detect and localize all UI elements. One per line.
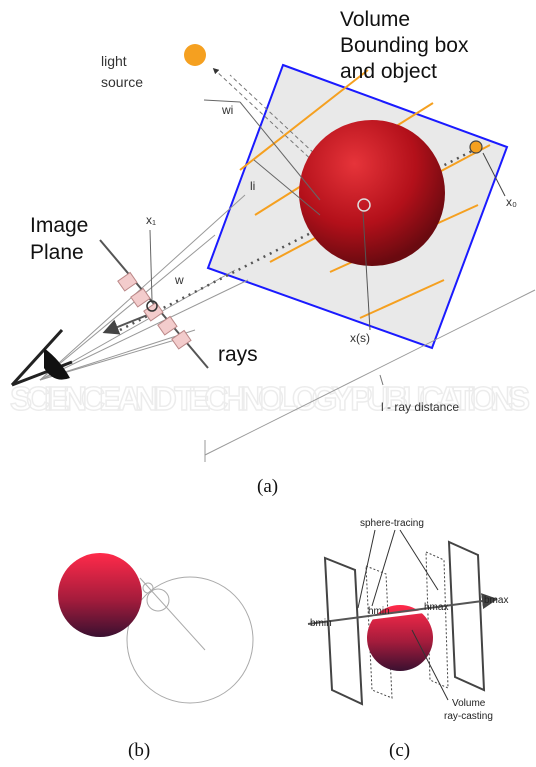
title-line-1: Volume xyxy=(340,8,410,31)
light-source-icon xyxy=(184,44,206,66)
panel-c: sphere-tracing bmin hmin hmax bmax Volum… xyxy=(307,518,508,722)
image-plane-pixels xyxy=(117,271,192,350)
wi-label: wi xyxy=(221,103,233,117)
caption-c: (c) xyxy=(389,740,411,761)
sphere-tracing-label: sphere-tracing xyxy=(360,518,424,529)
bmin-label: bmin xyxy=(310,618,332,629)
tracing-circle-large xyxy=(126,576,254,704)
hmin-label: hmin xyxy=(368,606,390,617)
li-bracket xyxy=(253,159,321,216)
watermark: SCIENCE AND TECHNOLOGY PUBLICATIONS xyxy=(9,379,531,418)
eye-icon xyxy=(10,328,73,387)
hmax-plane xyxy=(425,551,449,689)
volume-segment xyxy=(371,608,437,620)
ray-distance-line xyxy=(204,289,536,456)
volume-label-1: Volume xyxy=(452,698,486,709)
bmin-plane xyxy=(323,556,364,706)
caption-a: (a) xyxy=(257,476,279,497)
ray-distance-label: l - ray distance xyxy=(381,400,459,414)
volume-label-2: ray-casting xyxy=(444,711,493,722)
tracing-ray xyxy=(139,577,206,651)
light-source-label-1: light xyxy=(101,53,127,69)
panel-b xyxy=(58,553,254,704)
ray-c xyxy=(307,593,498,625)
caption-b: (b) xyxy=(128,740,151,761)
watermark-text: SCIENCE AND TECHNOLOGY PUBLICATIONS xyxy=(10,380,530,417)
li-label: li xyxy=(250,179,255,193)
sphere-c xyxy=(367,605,433,671)
light-direction xyxy=(212,67,361,206)
sphere-tracing-pointers xyxy=(357,529,439,609)
tracing-circle-small xyxy=(146,588,170,612)
x0-marker xyxy=(469,140,483,154)
wi-bracket-1 xyxy=(203,99,241,103)
x0-label: x₀ xyxy=(506,195,517,209)
bmax-label: bmax xyxy=(484,595,508,606)
sample-point-marker xyxy=(357,198,371,212)
w-label: w xyxy=(174,273,184,287)
xs-label: x(s) xyxy=(350,331,370,345)
image-plane-label-1: Image xyxy=(30,214,88,237)
xs-pointer xyxy=(362,211,371,331)
image-plane-label-2: Plane xyxy=(30,241,84,264)
title-line-2: Bounding box xyxy=(340,34,469,57)
volume-pointer xyxy=(411,629,449,701)
sphere-b xyxy=(58,553,142,637)
x1-pointer xyxy=(149,229,153,301)
title-line-3: and object xyxy=(340,60,437,83)
bmax-plane xyxy=(447,540,486,692)
ray-distance-tick-2 xyxy=(379,374,384,386)
volume-object-sphere xyxy=(299,120,445,266)
panel-a: Volume Bounding box and object light sou… xyxy=(10,8,536,462)
light-source-label-2: source xyxy=(101,74,143,90)
x1-label: x₁ xyxy=(146,213,156,227)
rays-label: rays xyxy=(218,343,258,366)
x0-pointer xyxy=(482,152,506,197)
light-direction-2 xyxy=(229,74,376,211)
wi-bracket-2 xyxy=(239,101,321,201)
hmax-label: hmax xyxy=(424,602,448,613)
x1-marker xyxy=(146,300,158,312)
ray-arrow xyxy=(102,313,151,335)
tracing-circle-tiny xyxy=(142,582,154,594)
